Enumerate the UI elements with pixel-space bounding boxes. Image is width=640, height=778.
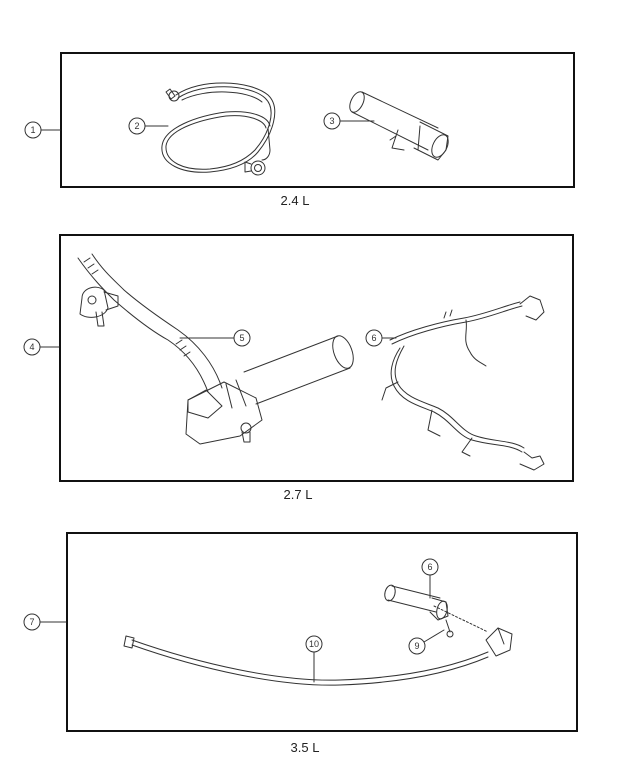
- callout-10: 10: [309, 639, 319, 649]
- block-heater-element-3-5l: [384, 584, 454, 638]
- callout-7: 7: [29, 617, 34, 627]
- block-heater-element: [349, 91, 449, 161]
- caption-3-5l: 3.5 L: [290, 740, 320, 755]
- callout-6-panel-3: 6: [427, 562, 432, 572]
- panel-3-5l: [66, 532, 578, 732]
- callout-6: 6: [371, 333, 376, 343]
- heater-cord: [123, 627, 513, 686]
- callout-2: 2: [134, 121, 139, 131]
- callout-4: 4: [29, 342, 34, 352]
- wire-harness-coil: [161, 82, 276, 176]
- callout-5: 5: [239, 333, 244, 343]
- block-heater-element-2-7l: [185, 335, 354, 445]
- callout-9: 9: [414, 641, 419, 651]
- engine-wiring-harness: [381, 295, 545, 471]
- panel-2-4l: [60, 52, 575, 188]
- caption-2-4l: 2.4 L: [280, 193, 310, 208]
- heater-hose: [77, 253, 223, 393]
- panel-2-7l: [59, 234, 574, 482]
- callout-1: 1: [30, 125, 35, 135]
- callout-3: 3: [329, 116, 334, 126]
- caption-2-7l: 2.7 L: [283, 487, 313, 502]
